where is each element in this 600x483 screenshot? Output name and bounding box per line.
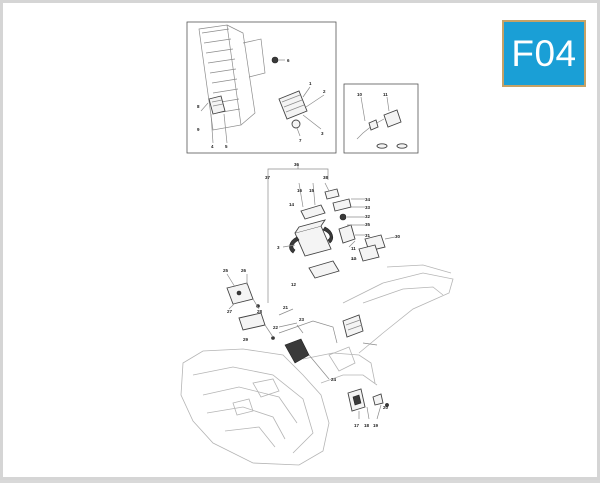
main-assembly: 36 37 38 16 15 14 34 33 32 35 31 3 12 11…: [180, 162, 454, 466]
callout-label: 9: [197, 127, 200, 132]
rectifier-drawing: [271, 56, 308, 129]
callout-label: 38: [323, 175, 329, 180]
battery-drawing: [289, 204, 334, 257]
callout-label: 30: [395, 234, 401, 239]
callout-label: 10: [357, 92, 363, 97]
callout-label: 34: [365, 197, 371, 202]
regulator-left-drawing: [208, 95, 226, 115]
lower-sensors-drawing: [347, 388, 389, 412]
callout-label: 12: [291, 282, 297, 287]
callout-label: 27: [227, 309, 233, 314]
inset-left-labels: 8 9 4 5 1 2 3 7 6: [197, 58, 326, 149]
callout-label: 17: [354, 423, 360, 428]
callout-label: 8: [197, 104, 200, 109]
callout-label: 1: [309, 81, 312, 86]
callout-label: 4: [211, 144, 214, 149]
callout-label: 26: [241, 268, 247, 273]
main-leaders: [226, 182, 396, 420]
callout-label: 3: [277, 245, 280, 250]
callout-label: 15: [309, 188, 315, 193]
callout-label: 33: [365, 205, 371, 210]
callout-label: 23: [299, 317, 305, 322]
exploded-parts-diagram: 8 9 4 5 1 2 3 7 6 10: [180, 21, 454, 466]
callout-label: 32: [365, 214, 371, 219]
main-labels: 36 37 38 16 15 14 34 33 32 35 31 3 12 11…: [223, 162, 401, 428]
callout-label: 11: [351, 246, 356, 251]
callout-label: 36: [294, 162, 300, 167]
motorcycle-frame: [180, 264, 454, 466]
inset-right-box: 10 11: [343, 83, 419, 154]
callout-label: 24: [331, 377, 337, 382]
inset-left-box: 8 9 4 5 1 2 3 7 6: [186, 21, 337, 154]
connector-drawing: [356, 96, 408, 149]
callout-label: 16: [297, 188, 303, 193]
callout-label: 19: [373, 423, 379, 428]
callout-label: 7: [299, 138, 302, 143]
radiator-drawing: [198, 24, 266, 131]
callout-label: 29: [243, 337, 249, 342]
callout-label: 13: [351, 256, 357, 261]
callout-label: 28: [257, 309, 263, 314]
callout-label: 31: [365, 233, 371, 238]
callout-label: 14: [289, 202, 295, 207]
callout-label: 3: [321, 131, 324, 136]
callout-label: 22: [273, 325, 279, 330]
callout-label: 11: [383, 92, 388, 97]
callout-label: 18: [364, 423, 370, 428]
callout-label: 5: [225, 144, 228, 149]
relay-cluster: [324, 188, 386, 262]
callout-label: 37: [265, 175, 271, 180]
section-badge: F04: [502, 20, 586, 87]
center-bracket-drawing: [278, 314, 364, 364]
callout-label: 20: [383, 405, 389, 410]
callout-label: 25: [223, 268, 229, 273]
control-unit-drawing: [226, 282, 275, 340]
inset-left-leaders: [200, 59, 325, 144]
callout-label: 6: [287, 58, 290, 63]
callout-label: 35: [365, 222, 371, 227]
inset-right-labels: 10 11: [357, 92, 388, 97]
callout-label: 21: [283, 305, 289, 310]
callout-label: 2: [323, 89, 326, 94]
